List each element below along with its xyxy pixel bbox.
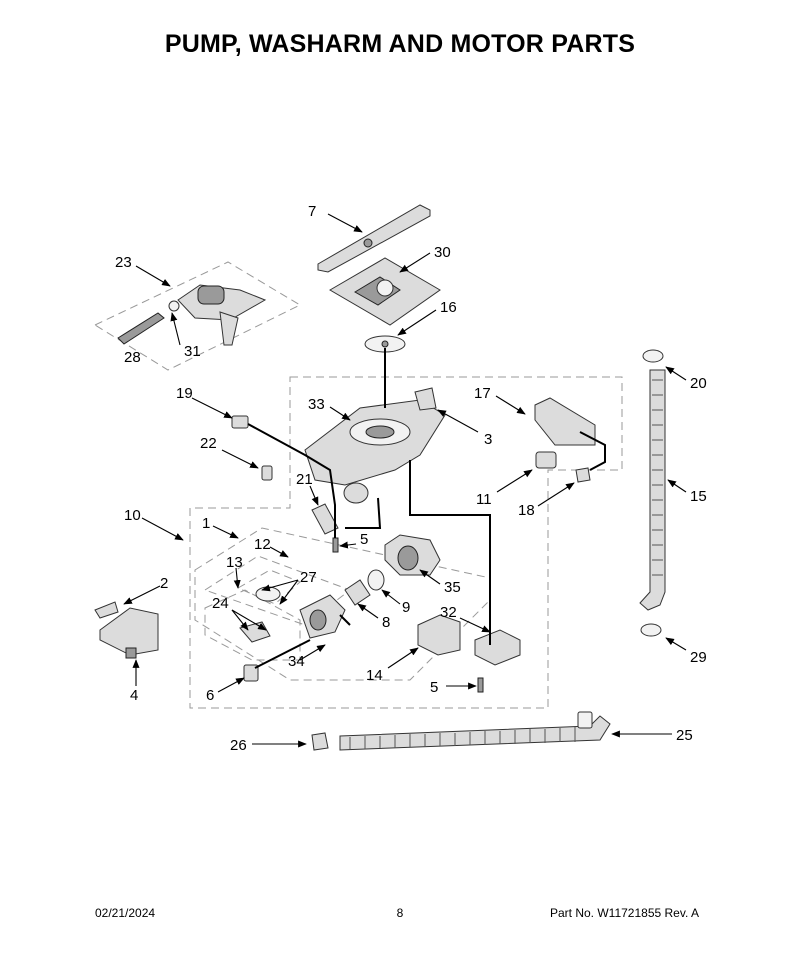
callout-11: 11 [476, 491, 492, 508]
impeller-part-8[interactable] [344, 579, 371, 606]
disc-part-16[interactable] [364, 335, 406, 353]
diverter-motor-part-23[interactable] [177, 284, 267, 346]
housing-part-34[interactable] [299, 594, 346, 639]
callout-7: 7 [308, 203, 316, 220]
callout-4: 4 [130, 687, 138, 704]
clamp-part-29[interactable] [640, 623, 662, 637]
component-part-11[interactable] [535, 451, 557, 469]
group-outline-13 [236, 569, 301, 605]
filter-plate-part-30[interactable] [329, 257, 441, 326]
bracket-part-21[interactable] [311, 503, 339, 535]
callout-15: 15 [690, 488, 707, 505]
callout-12: 12 [254, 536, 271, 553]
callout-27: 27 [300, 569, 317, 586]
callout-30: 30 [434, 244, 451, 261]
callout-3: 3 [484, 431, 492, 448]
connector-part-6[interactable] [243, 664, 259, 682]
callout-34: 34 [288, 653, 305, 670]
group-outline-23 [93, 261, 302, 371]
callout-13: 13 [226, 554, 243, 571]
callout-5-lower: 5 [430, 679, 438, 696]
fitting-part-22[interactable] [261, 465, 273, 481]
callout-31: 31 [184, 343, 201, 360]
callout-24: 24 [212, 595, 229, 612]
grommet-part-27[interactable] [255, 586, 281, 602]
callout-14: 14 [366, 667, 383, 684]
drain-hose-part-15[interactable] [639, 369, 666, 611]
clamp-part-31[interactable] [168, 300, 180, 312]
callout-16: 16 [440, 299, 457, 316]
callout-10: 10 [124, 507, 141, 524]
seal-part-9[interactable] [367, 569, 385, 591]
callout-9: 9 [402, 599, 410, 616]
drain-pump-part-32[interactable] [474, 629, 521, 666]
callout-8: 8 [382, 614, 390, 631]
callout-22: 22 [200, 435, 217, 452]
callout-21: 21 [296, 471, 313, 488]
bracket-part-17[interactable] [534, 397, 606, 471]
wiring [247, 348, 491, 669]
callout-18: 18 [518, 502, 535, 519]
callout-26: 26 [230, 737, 247, 754]
circulation-pump-part-35[interactable] [384, 534, 441, 576]
clip-part-26[interactable] [311, 732, 329, 751]
callout-19: 19 [176, 385, 193, 402]
screw-part-5-lower[interactable] [477, 677, 484, 693]
callout-6: 6 [206, 687, 214, 704]
screw-part-5-upper[interactable] [332, 537, 339, 553]
callout-28: 28 [124, 349, 141, 366]
footer-date: 02/21/2024 [95, 906, 156, 920]
callout-2: 2 [160, 575, 168, 592]
callout-25: 25 [676, 727, 693, 744]
drain-hose-part-25[interactable] [339, 711, 611, 751]
footer-part-number: Part No. W11721855 Rev. A [550, 906, 699, 920]
callout-20: 20 [690, 375, 707, 392]
callout-35: 35 [444, 579, 461, 596]
mount-part-4[interactable] [99, 607, 159, 659]
component-part-18[interactable] [575, 467, 591, 483]
pump-part-14[interactable] [417, 614, 461, 656]
callout-29: 29 [690, 649, 707, 666]
footer-page-number: 8 [396, 906, 404, 920]
callout-32: 32 [440, 604, 457, 621]
callout-labels: 7 30 16 23 28 31 19 33 17 3 22 21 11 18 … [115, 203, 707, 754]
clip-part-3[interactable] [414, 387, 437, 411]
bracket-part-2[interactable] [94, 601, 119, 619]
page-title: PUMP, WASHARM AND MOTOR PARTS [164, 30, 636, 58]
leader-lines [123, 213, 687, 748]
callout-17: 17 [474, 385, 491, 402]
sensor-part-19[interactable] [231, 415, 249, 429]
callout-5-upper: 5 [360, 531, 368, 548]
sump-part-33[interactable] [304, 399, 446, 504]
lower-washarm-part-7[interactable] [317, 204, 431, 273]
callout-23: 23 [115, 254, 132, 271]
hose-part-28[interactable] [117, 312, 165, 345]
callout-33: 33 [308, 396, 325, 413]
clamp-part-20[interactable] [642, 349, 664, 363]
callout-1: 1 [202, 515, 210, 532]
